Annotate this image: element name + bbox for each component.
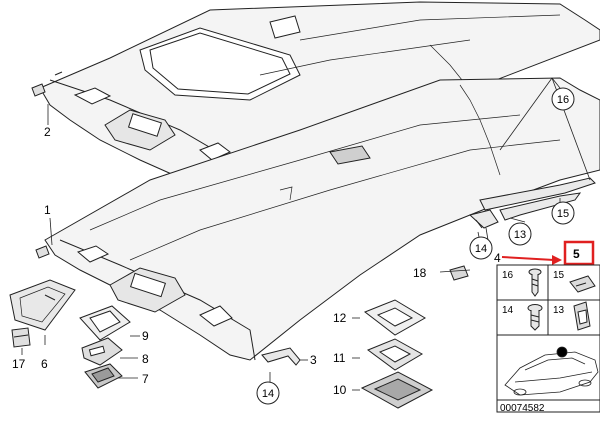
circled-label-14-b: 14 (256, 381, 280, 405)
label-10: 10 (333, 383, 347, 397)
circled-label-15: 15 (551, 201, 575, 225)
light-housing (84, 363, 123, 389)
circled-label-16: 16 (551, 87, 575, 111)
circled-label-14-a: 14 (469, 236, 493, 260)
svg-text:14: 14 (475, 243, 487, 255)
frame-part (79, 305, 131, 341)
label-3: 3 (310, 353, 317, 367)
label-18: 18 (413, 266, 427, 280)
highlight-box (563, 240, 595, 266)
lens-11 (366, 338, 424, 371)
panel-label-14: 14 (502, 305, 514, 316)
headliner-lower (44, 77, 600, 361)
label-12: 12 (333, 311, 347, 325)
clip-lower-left (35, 245, 50, 259)
console-cover (9, 279, 76, 331)
panel-label-16: 16 (502, 270, 514, 281)
circled-label-13: 13 (508, 222, 532, 246)
svg-text:13: 13 (514, 229, 526, 241)
clip-part (11, 327, 31, 348)
bracket-part (81, 337, 123, 366)
label-9: 9 (142, 329, 149, 343)
callout-arrow (501, 255, 562, 265)
frame-12 (363, 299, 426, 336)
label-17: 17 (12, 357, 26, 371)
label-11: 11 (333, 351, 346, 365)
label-2: 2 (44, 125, 51, 139)
label-5: 5 (573, 247, 580, 261)
panel-label-13: 13 (553, 305, 565, 316)
car-icon (504, 346, 599, 396)
label-1: 1 (44, 203, 51, 217)
spring-clip-icon (573, 301, 591, 331)
screw-large-icon (527, 304, 543, 331)
light-lens (329, 145, 371, 165)
clip-18 (449, 265, 469, 281)
svg-text:15: 15 (557, 208, 569, 220)
clip-nut-icon (569, 275, 596, 293)
grab-handle (261, 347, 301, 366)
label-4: 4 (494, 251, 501, 265)
panel-label-15: 15 (553, 270, 565, 281)
screw-icon (528, 268, 542, 297)
label-8: 8 (142, 352, 149, 366)
headliner-upper (39, 1, 600, 206)
label-6: 6 (41, 357, 48, 371)
document-number: 00074582 (500, 403, 545, 414)
label-7: 7 (142, 372, 149, 386)
svg-text:16: 16 (557, 94, 569, 106)
clip-upper-left (31, 83, 46, 97)
light-unit-10 (360, 371, 434, 409)
svg-text:14: 14 (262, 388, 274, 400)
